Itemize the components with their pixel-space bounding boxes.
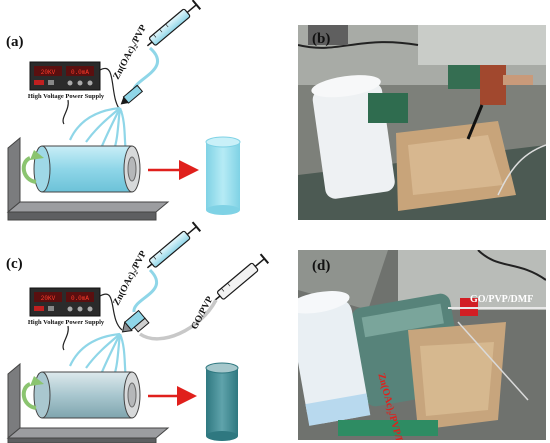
psu-c-label: High Voltage Power Supply <box>28 319 105 326</box>
psu-a-display-right: 0.0mA <box>71 69 89 76</box>
syringe-a-icon <box>146 0 202 47</box>
rotation-arrow-a-icon <box>21 156 37 184</box>
syringe-a-label: Zn(OAc)₂/PVP <box>111 23 149 82</box>
fibers-c <box>68 332 128 379</box>
syringe-c2-label: GO/PVP <box>190 295 216 332</box>
power-supply-c: 20KV 0.0mA High Voltage Power Supply <box>28 287 105 326</box>
photo-d: (d) GO/PVP/DMF Zn(OAc)₂/PVP/DMF <box>298 250 546 440</box>
psu-c-display-right: 0.0mA <box>71 295 89 302</box>
product-tube-a <box>205 136 241 215</box>
syringe-c2-icon <box>214 253 270 301</box>
photo-d-drawing <box>298 250 546 440</box>
fibers-a <box>68 106 128 153</box>
photo-b-drawing <box>298 25 546 220</box>
panel-a-schematic: 20KV 0.0mA High Voltage Power Supply <box>6 0 241 221</box>
syringe-c1-icon <box>146 221 202 269</box>
product-tube-c <box>205 362 239 441</box>
collector-a <box>33 145 141 193</box>
panel-c-schematic: 20KV 0.0mA High Voltage Power Supply Zn(… <box>6 221 270 443</box>
psu-a-display-left: 20KV <box>41 69 56 76</box>
photo-d-label-go: GO/PVP/DMF <box>470 294 534 305</box>
collector-c <box>33 371 141 419</box>
photo-b: (b) <box>298 25 546 220</box>
spinneret-c-icon <box>121 309 150 333</box>
power-supply-a: 20KV 0.0mA High Voltage Power Supply <box>28 61 105 100</box>
psu-c-display-left: 20KV <box>41 295 56 302</box>
panel-d-label: (d) <box>312 258 331 274</box>
panel-c-label: (c) <box>6 256 23 272</box>
panel-b-label: (b) <box>312 31 331 47</box>
rotation-arrow-c-icon <box>21 382 37 410</box>
panel-a-label: (a) <box>6 34 24 50</box>
spinneret-a-icon <box>120 84 144 105</box>
psu-a-label: High Voltage Power Supply <box>28 93 105 100</box>
